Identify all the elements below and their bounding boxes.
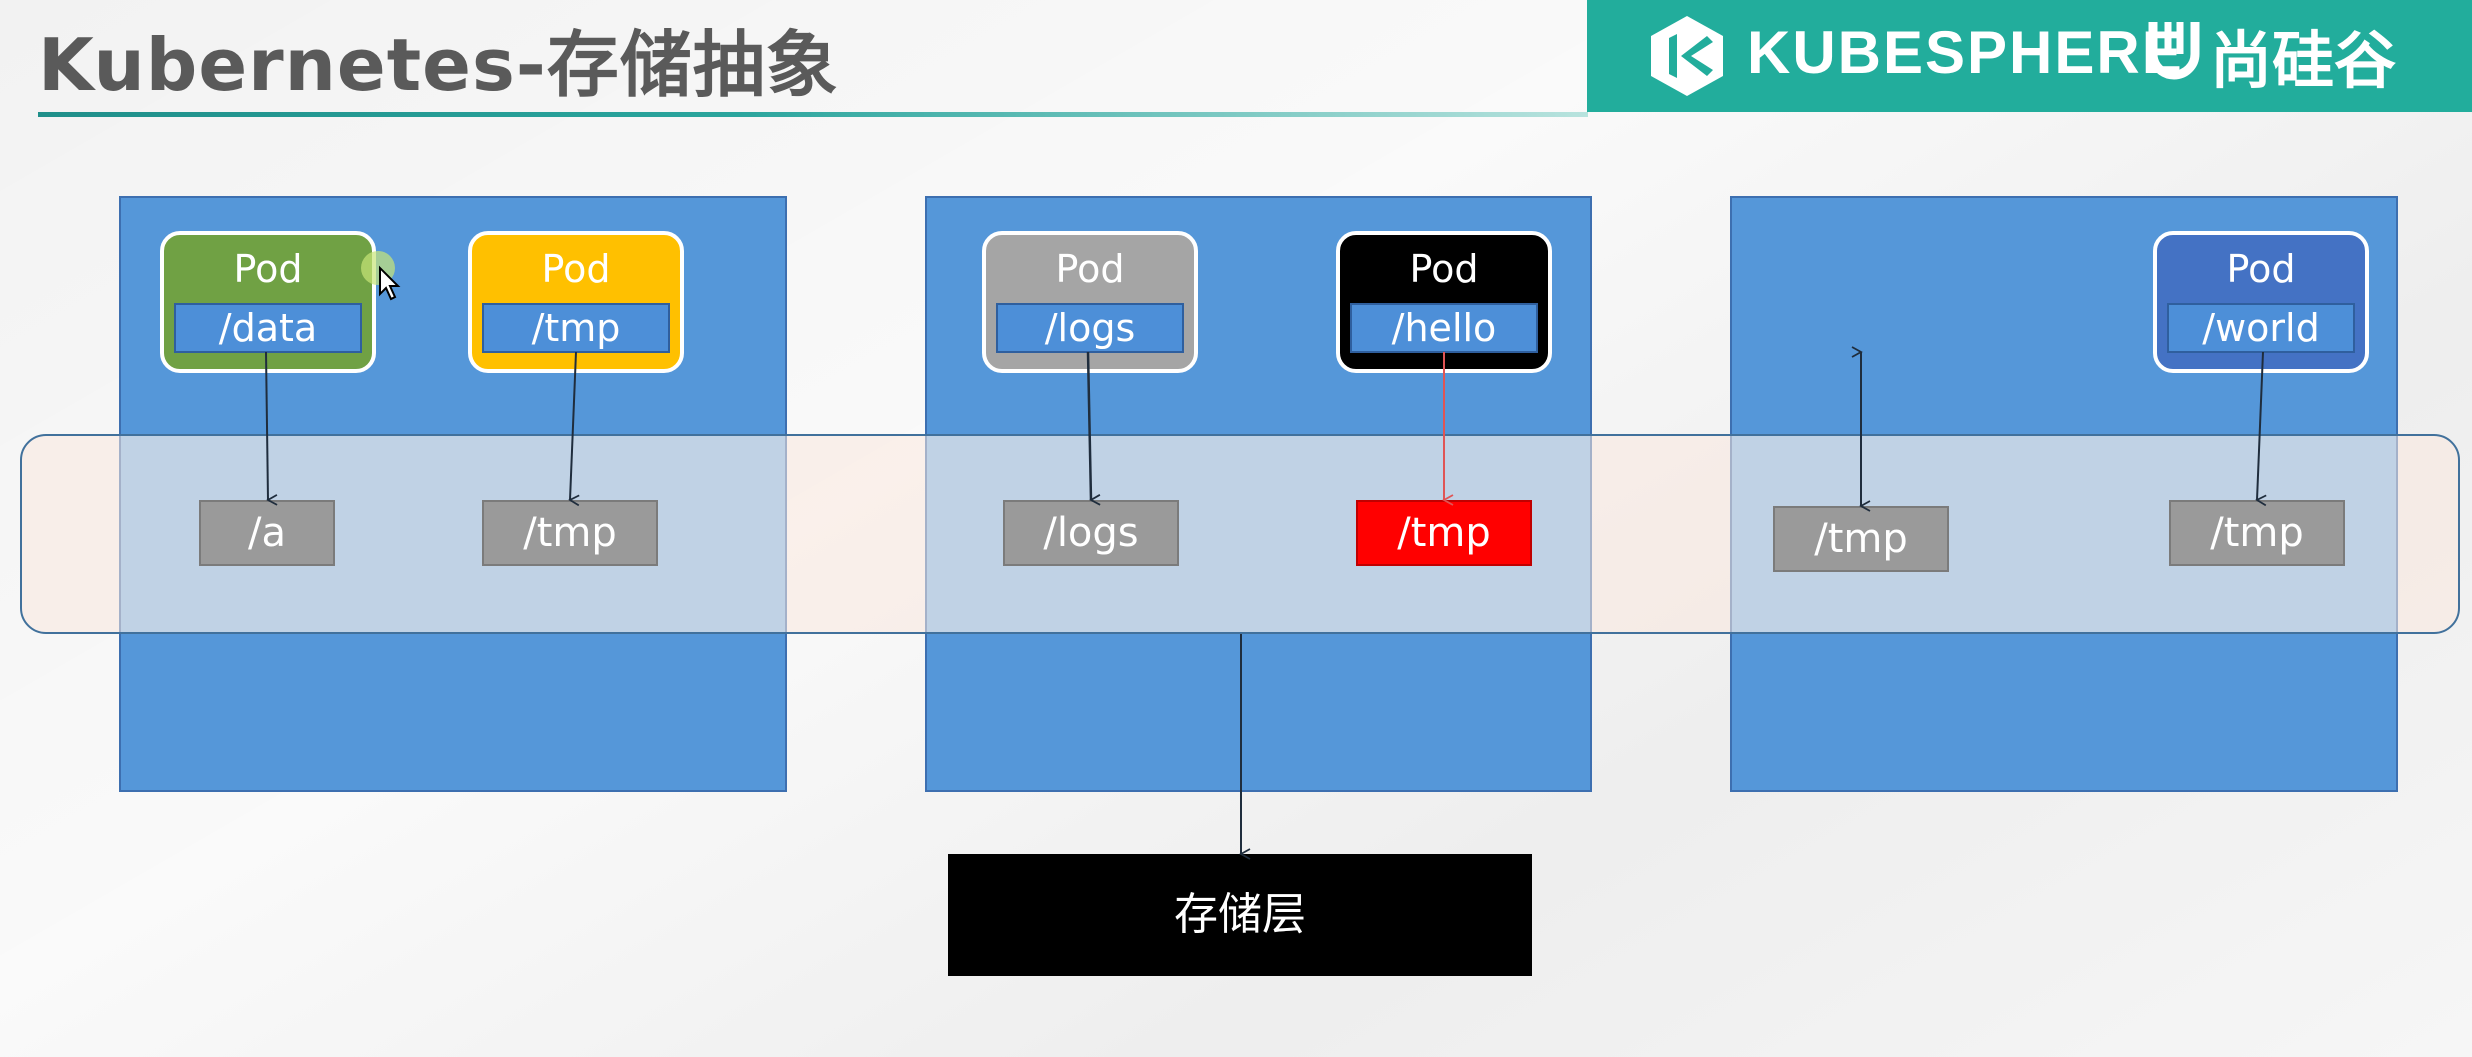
brand-name: KUBESPHERE (1747, 19, 2184, 86)
arrow-world-to-tmp (2255, 351, 2267, 507)
host-volume-a: /a (199, 500, 335, 566)
pod-volume-mount: /hello (1350, 303, 1538, 353)
host-volume-logs: /logs (1003, 500, 1179, 566)
atguigu-logo-icon (2148, 22, 2200, 80)
pod-world[interactable]: Pod /world (2153, 231, 2369, 373)
pod-data[interactable]: Pod /data (160, 231, 376, 373)
brand-name-cn: 尚硅谷 (2210, 24, 2397, 97)
storage-layer: 存储层 (948, 854, 1532, 976)
host-volume-tmp: /tmp (2169, 500, 2345, 566)
arrow-tmp-to-tmp (568, 351, 580, 507)
arrow-data-to-a (265, 351, 278, 506)
pod-logs[interactable]: Pod /logs (982, 231, 1198, 373)
brand-bar: KUBESPHERE 尚硅谷 (1587, 0, 2472, 112)
page-title: Kubernetes-存储抽象 (38, 23, 839, 107)
pod-label: Pod (1055, 247, 1125, 291)
pod-volume-mount: /logs (996, 303, 1184, 353)
pod-hello[interactable]: Pod /hello (1336, 231, 1552, 373)
title-underline (38, 112, 1588, 117)
pod-label: Pod (233, 247, 303, 291)
pod-label: Pod (2226, 247, 2296, 291)
mouse-cursor-icon (361, 251, 401, 301)
pod-volume-mount: /world (2167, 303, 2355, 353)
pod-label: Pod (1409, 247, 1479, 291)
pod-volume-mount: /data (174, 303, 362, 353)
pod-label: Pod (541, 247, 611, 291)
arrow-logs-to-logs (1086, 351, 1101, 506)
kubesphere-logo-icon (1651, 16, 1723, 96)
